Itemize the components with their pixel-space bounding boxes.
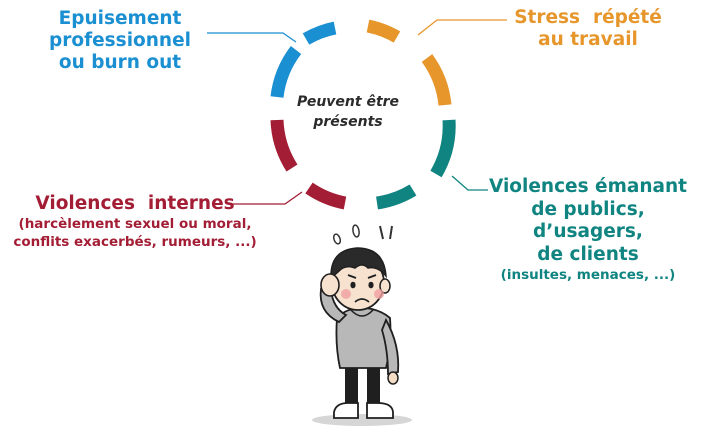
ring-segment-red-2 xyxy=(270,119,298,172)
label-external-violence: Violences émanant de publics, d’usagers,… xyxy=(478,176,698,283)
internal-detail-1: (harcèlement sexuel ou moral, xyxy=(18,216,252,233)
worried-person-illustration xyxy=(312,247,412,426)
ring-segment-red-1 xyxy=(305,182,347,210)
internal-title: Violences internes xyxy=(35,193,235,214)
internal-detail-2: conflits exacerbés, rumeurs, ...) xyxy=(13,233,257,250)
label-burnout: Epuisement professionnel ou burn out xyxy=(20,8,220,75)
burnout-line-2: professionnel xyxy=(49,30,191,52)
label-stress: Stress répété au travail xyxy=(478,7,698,51)
burnout-line-1: Epuisement xyxy=(58,8,182,29)
center-line-1: Peuvent être xyxy=(296,94,400,110)
stress-line-2: au travail xyxy=(538,29,638,51)
connector-internal xyxy=(228,191,303,205)
external-title-1: Violences émanant xyxy=(488,176,688,197)
center-line-2: présents xyxy=(313,114,383,131)
label-internal-violence: Violences internes (harcèlement sexuel o… xyxy=(2,193,268,251)
ring-segment-teal-2 xyxy=(375,184,417,210)
connector-stress xyxy=(417,19,507,36)
ring-segment-blue-2 xyxy=(270,46,302,98)
ring-segment-orange-1 xyxy=(366,19,401,43)
external-title-2: de publics, d’usagers, xyxy=(531,198,645,243)
connector-external xyxy=(451,175,488,191)
external-title-3: de clients xyxy=(537,243,639,265)
center-text: Peuvent être présents xyxy=(290,92,406,133)
ring-segment-teal-1 xyxy=(430,119,456,178)
stress-line-1: Stress répété xyxy=(514,7,662,28)
ring-segment-blue-1 xyxy=(302,21,337,45)
ring-segment-orange-2 xyxy=(421,54,452,106)
connector-burnout xyxy=(207,32,297,43)
external-detail: (insultes, menaces, ...) xyxy=(500,267,676,284)
stress-marks xyxy=(332,224,393,245)
burnout-line-3: ou burn out xyxy=(58,52,182,74)
